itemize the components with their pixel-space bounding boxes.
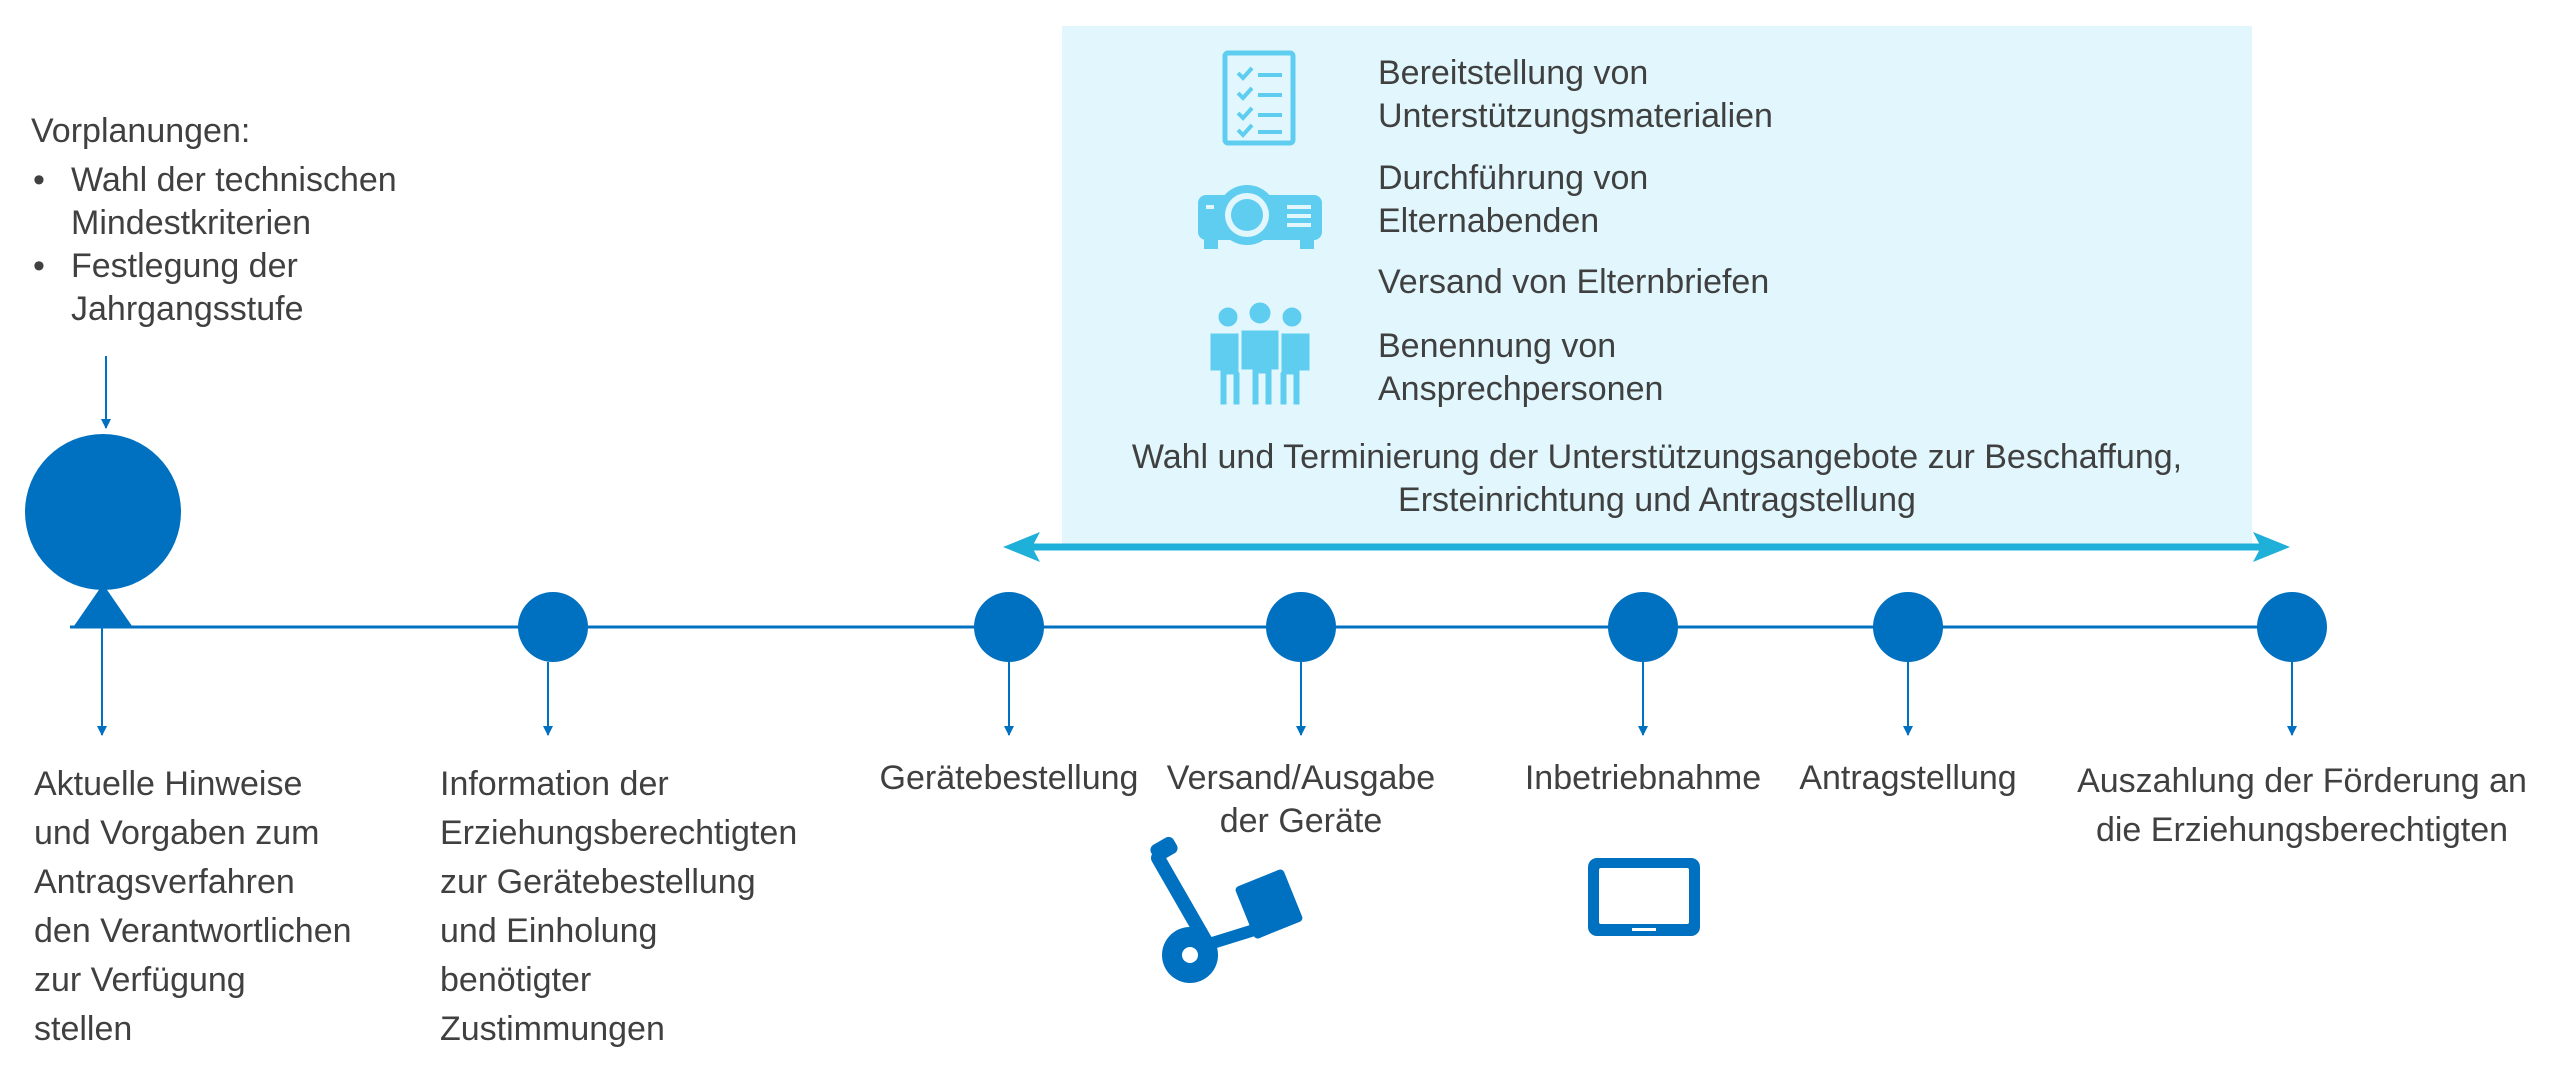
step-line: und Vorgaben zum [34,814,320,852]
step-line: Aktuelle Hinweise [34,765,303,803]
tablet-icon [1588,858,1700,936]
support-offers-panel [1062,26,2252,544]
step-label-3: Gerätebestellung [859,757,1159,800]
span-double-arrow [1003,532,2290,562]
checklist-icon [1222,50,1296,146]
step-circle-7 [2257,592,2327,662]
panel-caption: Wahl und Terminierung der Unterstützungs… [1062,436,2252,522]
panel-line: Durchführung von [1378,159,1649,197]
panel-item-materials: Bereitstellung von Unterstützungsmateria… [1378,52,1773,138]
preplanning-bullet: Wahl der technischen Mindestkriterien [31,159,397,245]
step-line: stellen [34,1010,133,1048]
step-line: Zustimmungen [440,1010,665,1048]
step-line: Antragsverfahren [34,863,295,901]
step-label-2: Information der Erziehungsberechtigten z… [440,760,797,1054]
panel-line: Versand von Elternbriefen [1378,263,1770,301]
step-line: und Einholung [440,912,658,950]
step-line: Antragstellung [1799,759,2017,797]
bullet-line: Festlegung der [71,247,298,285]
step-line: die Erziehungsberechtigten [2095,811,2509,849]
panel-line: Unterstützungsmaterialien [1378,97,1773,135]
panel-line: Benennung von [1378,327,1617,365]
step-line: Versand/Ausgabe [1166,759,1436,797]
step-label-6: Antragstellung [1783,757,2033,800]
step-label-1: Aktuelle Hinweise und Vorgaben zum Antra… [34,760,352,1054]
step-circle-3 [974,592,1044,662]
start-milestone-base [74,584,132,626]
panel-item-parent-evenings: Durchführung von Elternabenden [1378,157,1648,243]
step-circle-6 [1873,592,1943,662]
step-line: den Verantwortlichen [34,912,352,950]
preplanning-heading: Vorplanungen: [31,112,251,150]
panel-item-contacts: Benennung von Ansprechpersonen [1378,325,1663,411]
step-label-4: Versand/Ausgabe der Geräte [1161,757,1441,843]
step-line: Gerätebestellung [879,759,1139,797]
step-line: Inbetriebnahme [1524,759,1762,797]
step-line: Auszahlung der Förderung an [2077,762,2527,800]
step-circle-4 [1266,592,1336,662]
hand-truck-icon [1150,836,1303,983]
panel-line: Bereitstellung von [1378,54,1649,92]
panel-line: Elternabenden [1378,202,1600,240]
start-milestone [25,434,181,590]
step-circle-5 [1608,592,1678,662]
caption-line: Ersteinrichtung und Antragstellung [1398,481,1916,519]
bullet-line: Wahl der technischen [71,161,397,199]
panel-line: Ansprechpersonen [1378,370,1664,408]
projector-icon [1198,185,1322,249]
step-line: Information der [440,765,669,803]
step-line: zur Gerätebestellung [440,863,756,901]
bullet-line: Mindestkriterien [71,204,311,242]
preplanning-bullet: Festlegung der Jahrgangsstufe [31,245,397,331]
preplanning-list: Wahl der technischen Mindestkriterien Fe… [31,159,397,331]
step-label-7: Auszahlung der Förderung an die Erziehun… [2062,757,2542,855]
people-group-icon [1207,299,1313,408]
step-line: zur Verfügung [34,961,246,999]
panel-item-parent-letters: Versand von Elternbriefen [1378,261,1769,304]
step-line: benötigter [440,961,592,999]
step-label-5: Inbetriebnahme [1513,757,1773,800]
bullet-line: Jahrgangsstufe [71,290,304,328]
caption-line: Wahl und Terminierung der Unterstützungs… [1131,438,2183,476]
step-line: der Geräte [1219,802,1383,840]
step-circle-2 [518,592,588,662]
step-line: Erziehungsberechtigten [440,814,798,852]
